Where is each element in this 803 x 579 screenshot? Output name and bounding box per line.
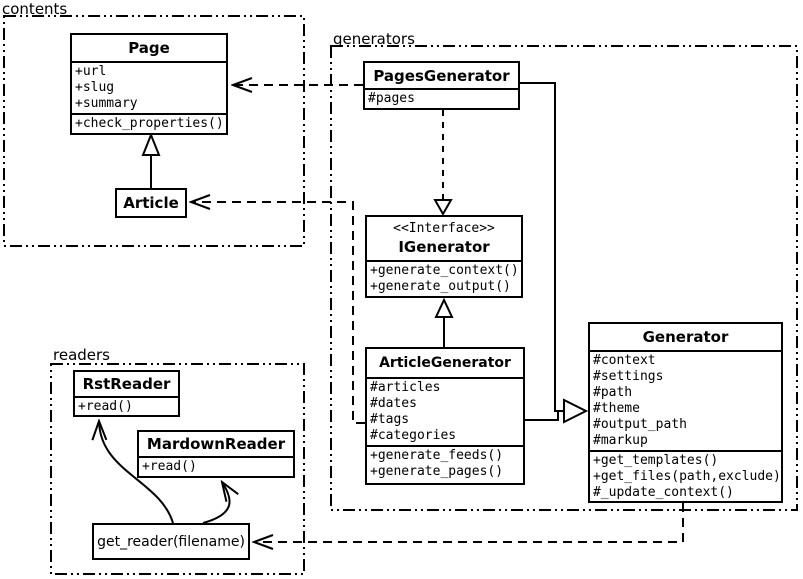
method: +generate_pages()	[370, 464, 504, 479]
attribute: #theme	[593, 401, 640, 416]
dependency-arrow-articlegenerator-article	[191, 202, 365, 424]
method: +generate_feeds()	[370, 448, 504, 463]
method: +generate_output()	[370, 279, 511, 294]
attribute: +summary	[75, 96, 138, 111]
class-mardownreader-methods: +read()	[139, 456, 293, 476]
attribute: #tags	[370, 412, 410, 427]
package-generators-border	[330, 45, 798, 511]
class-page-methods: +check_properties()	[72, 113, 226, 133]
class-igenerator-methods: +generate_context() +generate_output()	[367, 260, 521, 296]
method: +generate_context()	[370, 263, 519, 278]
attribute: #articles	[370, 380, 441, 395]
inheritance-triangle-generator	[563, 398, 589, 424]
method: #_update_context()	[593, 485, 734, 500]
attribute: #pages	[368, 91, 415, 106]
class-generator-attributes: #context #settings #path #theme #output_…	[590, 350, 781, 450]
package-label-contents: contents	[2, 0, 68, 18]
package-readers-border	[50, 363, 305, 575]
dependency-arrow-generator-getreader	[254, 503, 684, 542]
class-mardownreader: MardownReader +read()	[137, 430, 295, 478]
class-page-attributes: +url +slug +summary	[72, 61, 226, 113]
class-generator-title: Generator	[642, 328, 729, 346]
attribute: #output_path	[593, 417, 687, 432]
class-pagesgenerator-attributes: #pages	[365, 88, 518, 108]
arrow-getreader-rstreader	[99, 421, 174, 524]
package-label-generators: generators	[333, 30, 415, 48]
class-page-title: Page	[128, 39, 170, 57]
class-article: Article	[115, 188, 187, 218]
class-articlegenerator-title: ArticleGenerator	[379, 355, 511, 371]
inheritance-line-articlegenerator-generator	[525, 411, 559, 421]
attribute: #dates	[370, 396, 417, 411]
class-articlegenerator-attributes: #articles #dates #tags #categories	[367, 377, 523, 445]
inheritance-line-pagesgenerator-generator	[520, 82, 564, 412]
attribute: +url	[75, 64, 107, 79]
class-igenerator-stereotype: <<Interface>>	[393, 221, 495, 236]
method: +get_templates()	[593, 453, 719, 468]
class-articlegenerator: ArticleGenerator #articles #dates #tags …	[365, 347, 525, 485]
class-page: Page +url +slug +summary +check_properti…	[70, 33, 228, 135]
class-igenerator-header: <<Interface>> IGenerator	[367, 217, 521, 260]
attribute: #markup	[593, 433, 648, 448]
package-contents-border	[3, 15, 305, 247]
method: +read()	[142, 459, 197, 474]
attribute: #path	[593, 385, 633, 400]
function-get-reader: get_reader(filename)	[92, 523, 250, 560]
method: +read()	[78, 399, 133, 414]
class-generator-methods: +get_templates() +get_files(path,exclude…	[590, 450, 781, 502]
class-rstreader: RstReader +read()	[73, 370, 180, 417]
package-label-readers: readers	[53, 346, 110, 364]
arrow-getreader-mardownreader	[202, 482, 230, 524]
method: +get_files(path,exclude)	[593, 469, 781, 484]
class-pagesgenerator: PagesGenerator #pages	[363, 61, 520, 110]
attribute: #settings	[593, 369, 664, 384]
method: +check_properties()	[75, 116, 224, 131]
class-generator: Generator #context #settings #path #them…	[588, 322, 783, 503]
inheritance-triangle-page	[141, 132, 161, 156]
class-rstreader-methods: +read()	[75, 396, 178, 416]
class-pagesgenerator-title: PagesGenerator	[373, 66, 510, 85]
class-articlegenerator-methods: +generate_feeds() +generate_pages()	[367, 445, 523, 481]
class-rstreader-title: RstReader	[82, 375, 171, 393]
attribute: +slug	[75, 80, 115, 95]
attribute: #context	[593, 353, 656, 368]
realization-triangle-igenerator	[433, 199, 453, 217]
attribute: #categories	[370, 428, 457, 443]
inheritance-triangle-igenerator	[434, 297, 454, 318]
class-mardownreader-title: MardownReader	[146, 435, 286, 453]
class-igenerator-title: IGenerator	[398, 238, 490, 256]
class-igenerator: <<Interface>> IGenerator +generate_conte…	[365, 215, 523, 298]
